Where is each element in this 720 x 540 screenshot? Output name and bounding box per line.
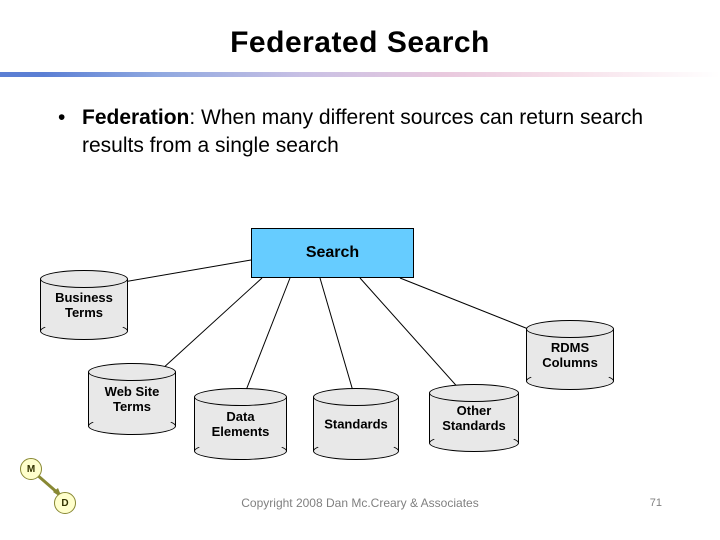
logo-circle-m: M xyxy=(20,458,42,480)
title-divider xyxy=(0,72,720,77)
page-title: Federated Search xyxy=(230,26,490,59)
cylinder-bottom xyxy=(526,372,614,390)
cylinder-top xyxy=(194,388,287,406)
cylinder-bottom xyxy=(40,322,128,340)
logo-circle-d: D xyxy=(54,492,76,514)
cylinder-top xyxy=(526,320,614,338)
copyright-footer: Copyright 2008 Dan Mc.Creary & Associate… xyxy=(241,496,479,510)
bullet-marker: • xyxy=(58,106,66,129)
cylinder-bottom xyxy=(88,417,176,435)
cylinder-top xyxy=(88,363,176,381)
bullet-item: • Federation: When many different source… xyxy=(52,104,682,160)
source-standards: Standards xyxy=(313,388,399,460)
search-hub-label: Search xyxy=(305,244,360,261)
logo-letter-d: D xyxy=(61,497,69,509)
cylinder-bottom xyxy=(429,434,519,452)
search-hub-box: Search xyxy=(251,228,414,278)
bullet-text: Federation: When many different sources … xyxy=(82,104,682,160)
bullet-lead: Federation xyxy=(82,106,190,129)
cylinder-bottom xyxy=(313,442,399,460)
cylinder-top xyxy=(429,384,519,402)
cylinder-bottom xyxy=(194,442,287,460)
logo-letter-m: M xyxy=(26,463,36,475)
source-label: Standards xyxy=(324,416,388,432)
cylinder-top xyxy=(313,388,399,406)
bullet-rest: : When many different sources can return… xyxy=(82,106,644,157)
cylinder-top xyxy=(40,270,128,288)
page-number: 71 xyxy=(649,497,662,509)
company-logo: M D xyxy=(18,458,82,522)
